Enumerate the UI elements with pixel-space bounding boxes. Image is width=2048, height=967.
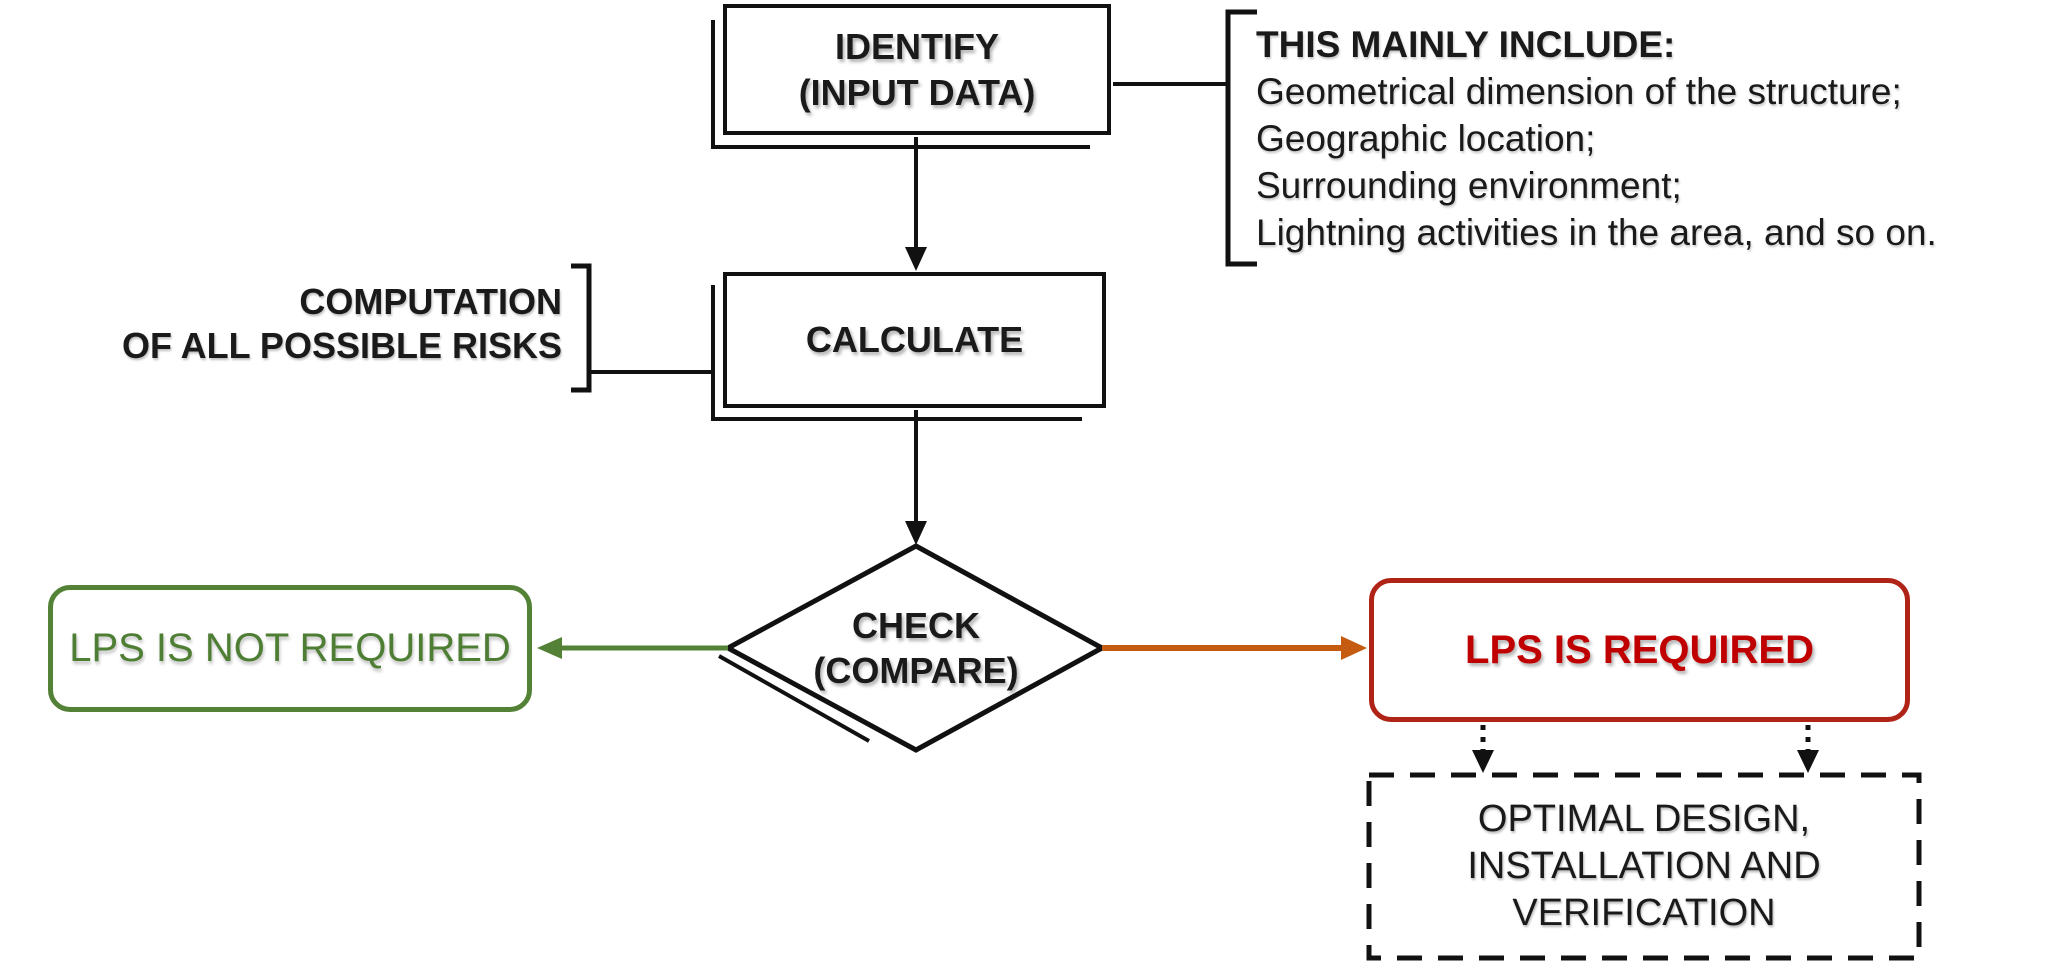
dotted-arrow-right (1797, 725, 1819, 773)
identify-label-line2: (INPUT DATA) (798, 71, 1036, 113)
include-list-item: Lightning activities in the area, and so… (1256, 212, 1937, 253)
identify-box-shadow (711, 20, 1090, 149)
calculate-box-shadow (711, 285, 1082, 421)
optimal-label-line3: VERIFICATION (1512, 892, 1776, 934)
arrow-identify-to-calculate (905, 137, 927, 271)
check-label-line1: CHECK (851, 605, 980, 646)
computation-label-line1: COMPUTATION (299, 281, 562, 322)
computation-label-line2: OF ALL POSSIBLE RISKS (121, 325, 562, 366)
calculate-node: CALCULATE (723, 272, 1106, 408)
computation-bracket (571, 263, 715, 393)
check-diamond (718, 543, 1108, 753)
dotted-arrow-left (1472, 725, 1494, 773)
include-list-heading: THIS MAINLY INCLUDE: (1256, 24, 1676, 65)
include-list: THIS MAINLY INCLUDE: Geometrical dimensi… (1256, 21, 2046, 256)
include-bracket (1113, 9, 1257, 267)
computation-label: COMPUTATION OF ALL POSSIBLE RISKS (60, 280, 562, 368)
optimal-design-node: OPTIMAL DESIGN, INSTALLATION AND VERIFIC… (1369, 775, 1919, 958)
check-label-line2: (COMPARE) (813, 650, 1019, 691)
arrow-calculate-to-check (905, 410, 927, 545)
optimal-label-line1: OPTIMAL DESIGN, (1477, 798, 1811, 840)
include-list-item: Geometrical dimension of the structure; (1256, 71, 1902, 112)
optimal-box-border (1366, 772, 1922, 961)
calculate-label: CALCULATE (805, 319, 1024, 360)
check-node-label: CHECK (COMPARE) (765, 602, 1067, 694)
identify-label-line1: IDENTIFY (834, 25, 999, 67)
lps-required-label: LPS IS REQUIRED (1465, 627, 1814, 672)
include-list-item: Geographic location; (1256, 118, 1596, 159)
optimal-label-line2: INSTALLATION AND (1467, 845, 1821, 887)
include-list-item: Surrounding environment; (1256, 165, 1682, 206)
lps-required-node: LPS IS REQUIRED (1369, 578, 1910, 722)
lps-not-required-label: LPS IS NOT REQUIRED (69, 626, 511, 670)
lps-not-required-node: LPS IS NOT REQUIRED (48, 585, 532, 712)
identify-node: IDENTIFY (INPUT DATA) (723, 4, 1111, 135)
arrow-check-to-required (1102, 636, 1367, 660)
arrow-check-to-not-required (537, 637, 728, 659)
